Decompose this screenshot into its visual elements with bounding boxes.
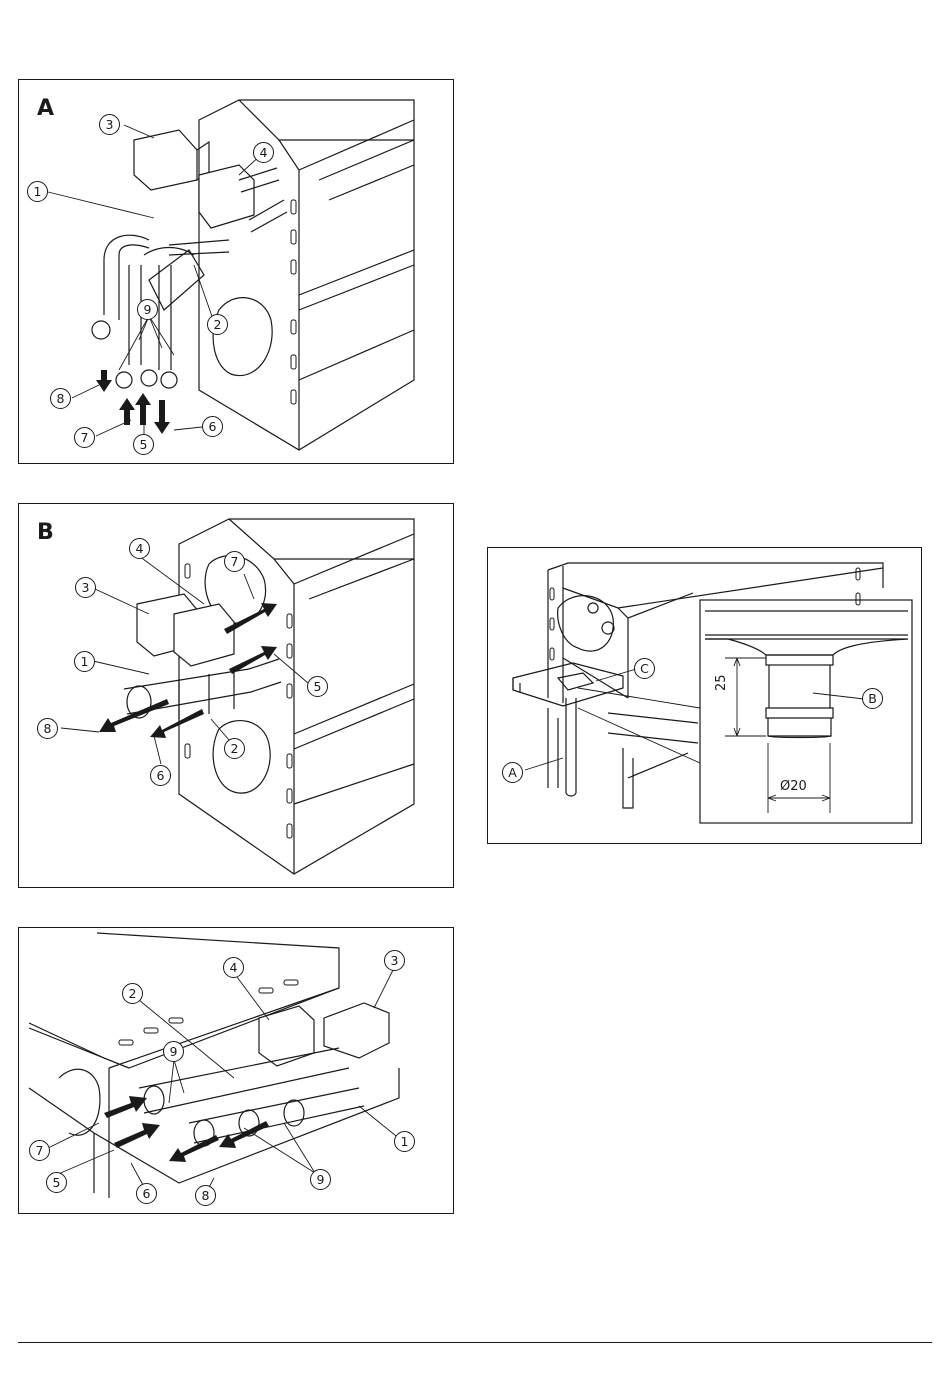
callout-4: 4 (253, 142, 274, 163)
callout-c: C (634, 658, 655, 679)
callout-a: A (502, 762, 523, 783)
callout-9: 9 (163, 1041, 184, 1062)
figure-panel-a: A 1 2 3 4 5 6 7 8 9 (18, 79, 454, 464)
callout-6: 6 (136, 1183, 157, 1204)
callout-8: 8 (50, 388, 71, 409)
callout-8: 8 (195, 1185, 216, 1206)
callout-9: 9 (310, 1169, 331, 1190)
callout-2: 2 (207, 314, 228, 335)
footer-divider (18, 1342, 932, 1343)
figure-panel-c: 1 2 3 4 5 6 7 8 9 9 (18, 927, 454, 1214)
callout-3: 3 (75, 577, 96, 598)
callout-1: 1 (27, 181, 48, 202)
callout-2: 2 (122, 983, 143, 1004)
callout-5: 5 (307, 676, 328, 697)
dimension-height-label: 25 (714, 674, 729, 691)
panel-a-letter: A (37, 96, 54, 121)
callout-2: 2 (224, 738, 245, 759)
panel-a-drawing (19, 80, 453, 463)
callout-3: 3 (384, 950, 405, 971)
callout-3: 3 (99, 114, 120, 135)
callout-5: 5 (133, 434, 154, 455)
callout-5: 5 (46, 1172, 67, 1193)
callout-7: 7 (224, 551, 245, 572)
callout-1: 1 (74, 651, 95, 672)
drain-drawing (488, 548, 921, 843)
callout-b: B (862, 688, 883, 709)
callout-6: 6 (150, 765, 171, 786)
callout-4: 4 (223, 957, 244, 978)
dimension-diameter-label: Ø20 (780, 779, 807, 794)
panel-b-letter: B (37, 520, 54, 545)
callout-4: 4 (129, 538, 150, 559)
callout-1: 1 (394, 1131, 415, 1152)
callout-6: 6 (202, 416, 223, 437)
figure-panel-drain: A B C 25 Ø20 (487, 547, 922, 844)
callout-9: 9 (137, 299, 158, 320)
callout-7: 7 (29, 1140, 50, 1161)
callout-8: 8 (37, 718, 58, 739)
figure-panel-b: B 1 2 3 4 5 6 7 8 (18, 503, 454, 888)
callout-7: 7 (74, 427, 95, 448)
